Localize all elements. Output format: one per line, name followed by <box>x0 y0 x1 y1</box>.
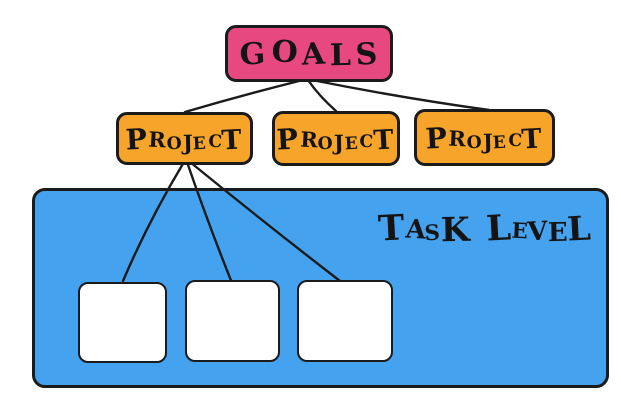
project-node-1: PROJECT <box>116 112 253 165</box>
edge-goals-project-1 <box>183 78 305 114</box>
edge-goals-project-2 <box>306 78 338 113</box>
task-card <box>297 280 393 362</box>
edge-goals-project-3 <box>310 78 491 112</box>
task-card <box>78 282 167 363</box>
edge-project1-task-2 <box>185 160 234 285</box>
project-label: PROJECT <box>124 121 244 157</box>
project-label: PROJECT <box>424 120 544 156</box>
edge-project1-task-1 <box>121 160 186 283</box>
project-label: PROJECT <box>275 121 396 157</box>
task-level-label: TASK LEVEL <box>377 207 592 250</box>
project-node-2: PROJECT <box>272 111 400 166</box>
task-card <box>185 280 280 362</box>
goals-node: GOALS <box>225 25 393 82</box>
project-node-3: PROJECT <box>414 109 555 166</box>
edge-project1-task-3 <box>188 160 342 283</box>
goals-label: GOALS <box>238 33 384 73</box>
